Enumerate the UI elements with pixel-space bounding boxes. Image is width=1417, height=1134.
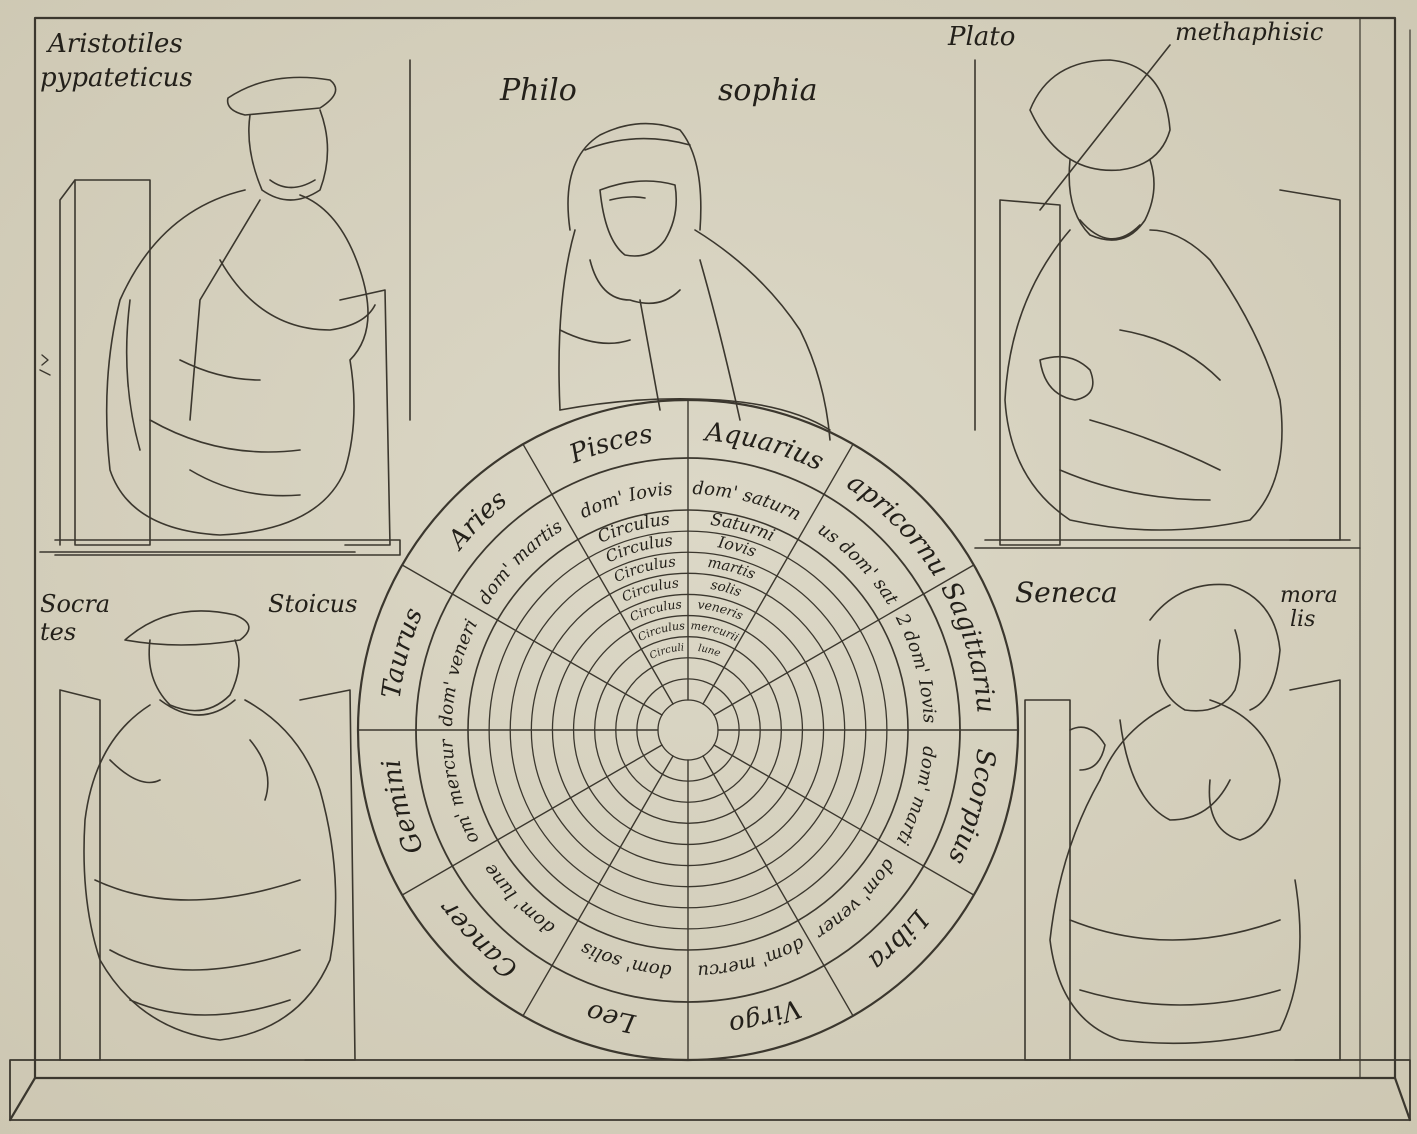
plato-name: Plato bbox=[947, 22, 1015, 52]
column-lines bbox=[39, 59, 1361, 553]
aristotle-name: Aristotiles bbox=[46, 29, 183, 59]
wheel-spoke bbox=[401, 744, 663, 896]
philosophia-left: Philo bbox=[499, 73, 577, 108]
zodiac-wheel bbox=[356, 398, 1020, 1062]
wheel-spoke bbox=[401, 564, 663, 716]
aristotle-figure bbox=[54, 76, 401, 556]
wheel-spoke bbox=[702, 755, 854, 1017]
philosophia-figure bbox=[558, 122, 831, 441]
wheel-spoke bbox=[522, 443, 674, 705]
seneca-school-2: lis bbox=[1290, 607, 1315, 632]
seneca-figure bbox=[1024, 583, 1341, 1061]
plato-school: methaphisic bbox=[1175, 18, 1323, 46]
socrates-figure bbox=[59, 610, 356, 1061]
margin-marks bbox=[39, 354, 51, 376]
plato-figure bbox=[984, 44, 1351, 546]
wheel-spoke bbox=[713, 564, 975, 716]
philosophia-right: sophia bbox=[718, 73, 817, 108]
wheel-spoke bbox=[702, 443, 854, 705]
socrates-name-2: tes bbox=[40, 618, 76, 646]
seneca-name: Seneca bbox=[1015, 576, 1118, 609]
socrates-school: Stoicus bbox=[268, 590, 357, 618]
wheel-spoke bbox=[522, 755, 674, 1017]
socrates-name-1: Socra bbox=[40, 590, 110, 618]
wheel-spoke bbox=[713, 744, 975, 896]
seneca-school-1: mora bbox=[1280, 583, 1338, 608]
aristotle-school: pypateticus bbox=[40, 63, 193, 93]
